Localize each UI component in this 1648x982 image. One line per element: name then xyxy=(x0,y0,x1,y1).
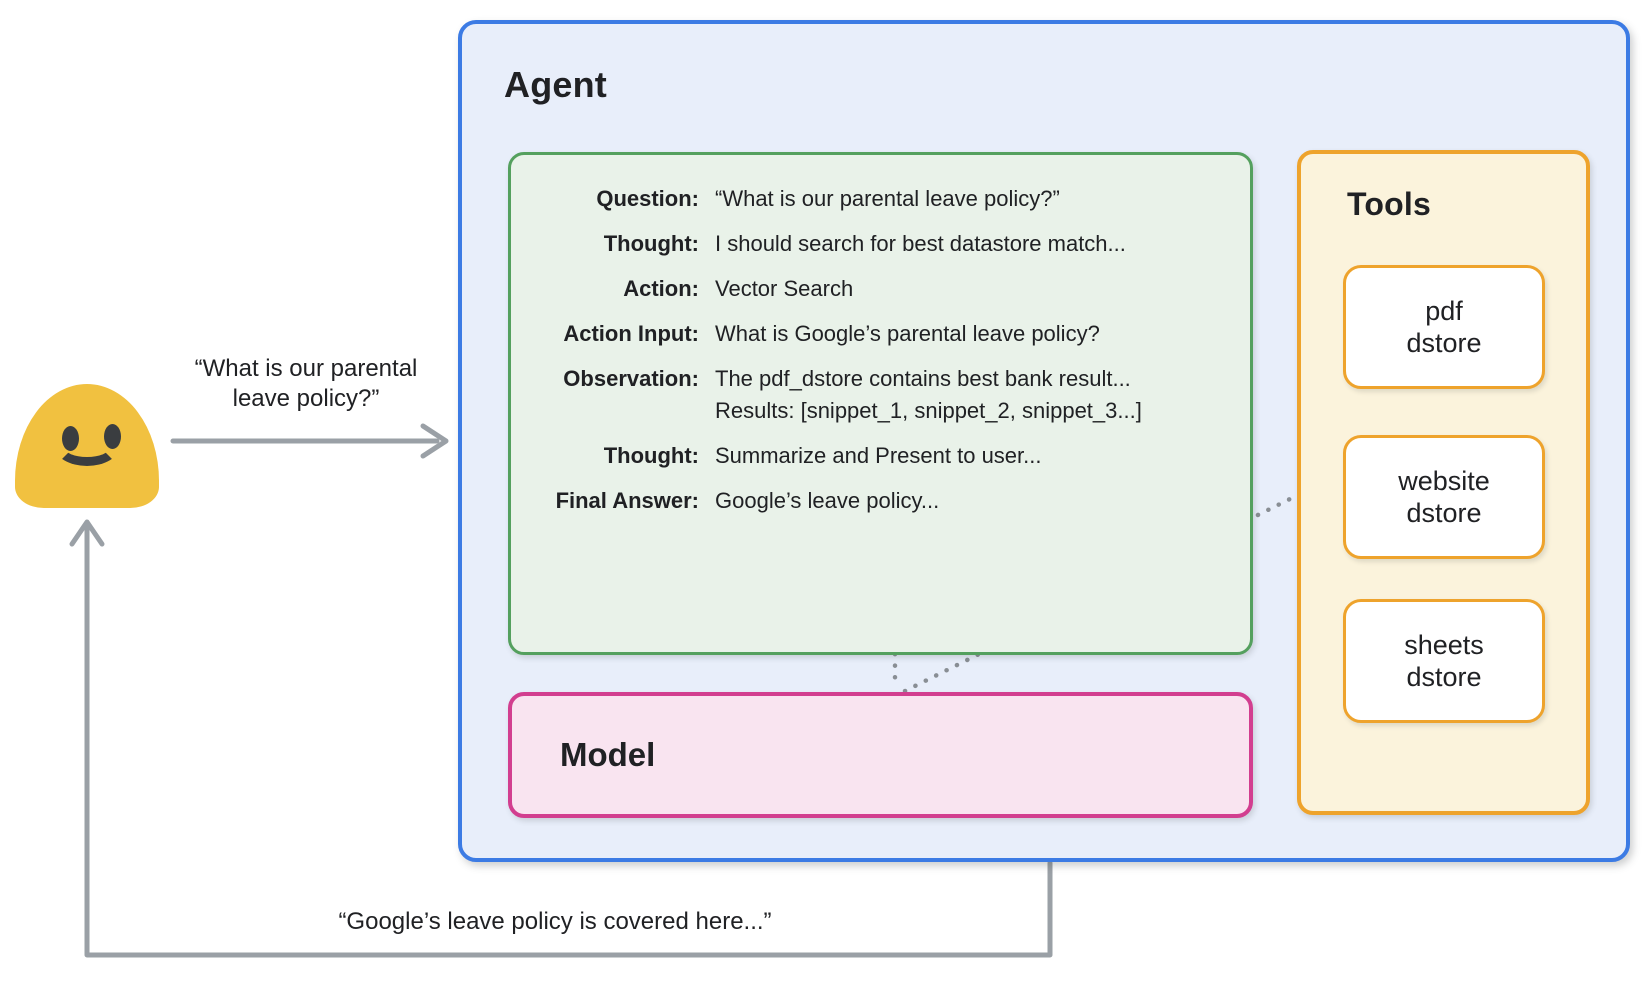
user-to-agent-arrowhead xyxy=(420,423,449,459)
trace-row-action-input: Action Input: What is Google’s parental … xyxy=(511,318,1232,350)
trace-row-label: Question: xyxy=(596,186,699,211)
user-query-label: “What is our parental leave policy?” xyxy=(194,355,418,412)
trace-row-label: Action: xyxy=(623,276,699,301)
trace-row-label: Final Answer: xyxy=(555,488,699,513)
trace-row-value: The pdf_dstore contains best bank result… xyxy=(715,366,1142,423)
trace-row-final-answer: Final Answer: Google’s leave policy... xyxy=(511,485,1232,517)
agent-to-user-arrowhead xyxy=(69,519,105,547)
trace-row-label: Thought: xyxy=(603,443,699,468)
user-avatar-smile-icon xyxy=(55,428,119,466)
trace-row-observation: Observation: The pdf_dstore contains bes… xyxy=(511,363,1232,427)
agent-response-label: “Google’s leave policy is covered here..… xyxy=(338,908,772,935)
trace-row-value: Summarize and Present to user... xyxy=(715,443,1042,468)
agent-to-user-return-arrow xyxy=(84,524,1053,958)
trace-row-value: Google’s leave policy... xyxy=(715,488,940,513)
trace-row-thought-2: Thought: Summarize and Present to user..… xyxy=(511,440,1232,472)
model-box: Model xyxy=(508,692,1253,818)
trace-row-label: Thought: xyxy=(603,231,699,256)
trace-row-value: “What is our parental leave policy?” xyxy=(715,186,1060,211)
trace-row-value: What is Google’s parental leave policy? xyxy=(715,321,1100,346)
tool-card-pdf-dstore: pdf dstore xyxy=(1343,265,1545,389)
trace-row-label: Action Input: xyxy=(563,321,699,346)
tool-card-website-dstore: website dstore xyxy=(1343,435,1545,559)
trace-row-thought: Thought: I should search for best datast… xyxy=(511,228,1232,260)
trace-row-label: Observation: xyxy=(563,366,699,391)
agent-title: Agent xyxy=(504,64,607,105)
trace-row-value: I should search for best datastore match… xyxy=(715,231,1126,256)
agent-container: Agent Question: “What is our parental le… xyxy=(458,20,1630,862)
trace-row-value: Vector Search xyxy=(715,276,854,301)
model-title: Model xyxy=(560,736,656,773)
reasoning-trace-box: Question: “What is our parental leave po… xyxy=(508,152,1253,655)
tools-container: Tools pdf dstore website dstore sheets d… xyxy=(1297,150,1590,815)
tools-title: Tools xyxy=(1347,186,1431,222)
tool-card-sheets-dstore: sheets dstore xyxy=(1343,599,1545,723)
trace-row-question: Question: “What is our parental leave po… xyxy=(511,183,1232,215)
trace-row-action: Action: Vector Search xyxy=(511,273,1232,305)
